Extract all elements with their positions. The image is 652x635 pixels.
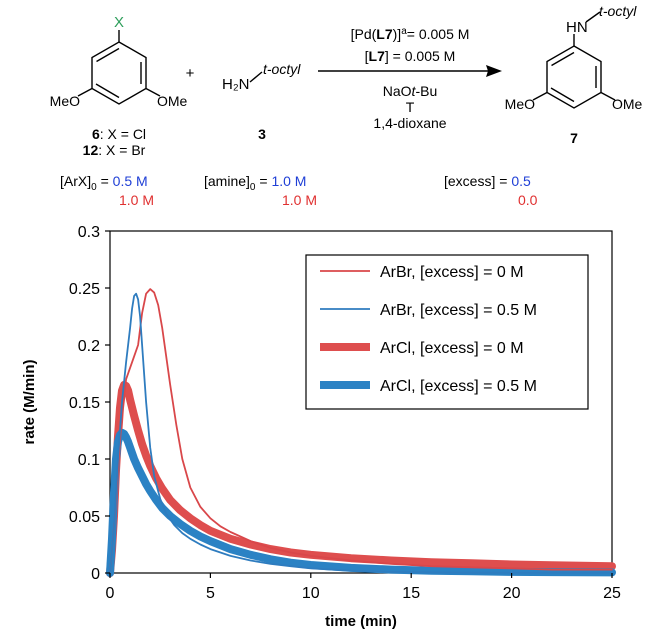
product-t-octyl: t-octyl [599, 3, 637, 19]
product-left-methoxy: MeO [505, 96, 535, 112]
compound-label-12: 12: X = Br [83, 142, 146, 158]
product-right-methoxy: OMe [612, 96, 643, 112]
y-tick-label: 0 [91, 566, 100, 583]
condition-catalyst: [Pd(L7)]a= 0.005 M [351, 26, 470, 42]
arx-concentration: [ArX]0 = 0.5 M [60, 173, 148, 193]
y-tick-label: 0.3 [78, 224, 100, 241]
x-tick-label: 20 [503, 585, 521, 602]
y-tick-label: 0.15 [69, 395, 100, 412]
product-hn: HN [566, 19, 588, 36]
compound-label-6: 6: X = Cl [92, 126, 146, 142]
amine-concentration-red: 1.0 M [282, 192, 317, 208]
amine-structure: H₂N t-octyl 3 [222, 61, 301, 142]
amine-h2n: H₂N [222, 76, 250, 93]
x-tick-label: 10 [302, 585, 320, 602]
condition-base: NaOt-Bu [383, 83, 437, 99]
rate-chart: 0 5 10 15 20 25 0 0.05 0.1 0.15 0.2 0.25 0.3 time (m… [21, 224, 621, 630]
condition-ligand: [L7] = 0.005 M [365, 48, 456, 64]
amine-concentration: [amine]0 = 1.0 M [204, 173, 306, 193]
excess-concentration-red: 0.0 [518, 192, 538, 208]
x-tick-label: 0 [106, 585, 115, 602]
plus-sign: + [186, 65, 195, 82]
legend-label-2: ArBr, [excess] = 0.5 M [380, 302, 537, 319]
arx-concentration-red: 1.0 M [119, 192, 154, 208]
series-line-1 [109, 288, 613, 574]
series-layer [106, 288, 616, 577]
legend-label-3: ArCl, [excess] = 0 M [380, 340, 524, 357]
condition-temperature: T [406, 99, 415, 115]
amine-t-octyl: t-octyl [263, 61, 301, 77]
aryl-right-methoxy: OMe [157, 93, 188, 109]
reaction-scheme: X MeO OMe 6: X = Cl 12: X = Br + H₂N t-o… [50, 3, 643, 208]
legend-label-1: ArBr, [excess] = 0 M [380, 264, 524, 281]
series-line-3 [106, 380, 616, 577]
axis-layer: 0 5 10 15 20 25 0 0.05 0.1 0.15 0.2 0.25 0.3 [69, 224, 621, 602]
product-ring [546, 45, 602, 109]
compound-label-3: 3 [258, 126, 266, 142]
x-tick-label: 25 [603, 585, 621, 602]
y-tick-label: 0.05 [69, 509, 100, 526]
product-structure: HN t-octyl MeO OMe 7 [505, 3, 643, 146]
excess-concentration: [excess] = 0.5 [444, 173, 531, 189]
aryl-halide-ring [91, 41, 147, 105]
condition-solvent: 1,4-dioxane [373, 115, 446, 131]
aryl-halide-structure: X MeO OMe 6: X = Cl 12: X = Br [50, 14, 188, 158]
y-tick-label: 0.2 [78, 338, 100, 355]
aryl-left-methoxy: MeO [50, 93, 80, 109]
compound-label-7: 7 [570, 130, 578, 146]
x-axis-label: time (min) [325, 613, 397, 630]
legend: ArBr, [excess] = 0 M ArBr, [excess] = 0.5… [305, 254, 589, 410]
x-tick-label: 5 [206, 585, 215, 602]
legend-label-4: ArCl, [excess] = 0.5 M [380, 378, 537, 395]
y-axis-label: rate (M/min) [21, 359, 38, 444]
y-tick-label: 0.1 [78, 452, 100, 469]
reaction-arrow [318, 65, 502, 77]
y-tick-label: 0.25 [69, 281, 100, 298]
series-line-2 [109, 292, 613, 574]
x-tick-label: 15 [402, 585, 420, 602]
halide-x-label: X [114, 14, 124, 31]
